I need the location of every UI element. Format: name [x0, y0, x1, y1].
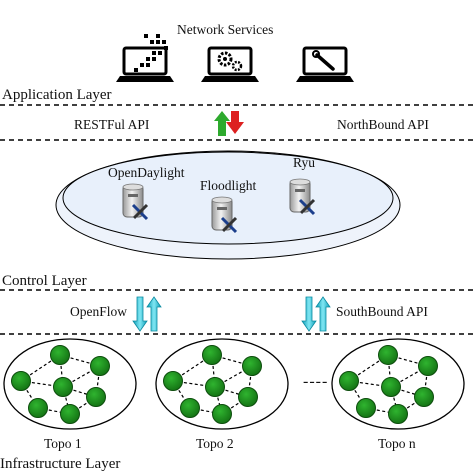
- southbound-api-label: SouthBound API: [336, 304, 428, 319]
- switch-node: [339, 371, 359, 391]
- controller-label-ryu: Ryu: [293, 155, 315, 170]
- northbound-arrow-up: [214, 111, 230, 136]
- switch-node: [238, 387, 258, 407]
- switch-node: [180, 398, 200, 418]
- topology-boundary-n: [331, 338, 465, 430]
- controller-label-opendaylight: OpenDaylight: [108, 165, 185, 180]
- controller-label-floodlight: Floodlight: [200, 178, 257, 193]
- switch-node: [378, 345, 398, 365]
- switch-node: [381, 377, 401, 397]
- switch-node: [202, 345, 222, 365]
- switch-node: [388, 404, 408, 424]
- switch-node: [11, 371, 31, 391]
- openflow-label: OpenFlow: [70, 304, 127, 319]
- switch-node: [90, 356, 110, 376]
- switch-node: [205, 377, 225, 397]
- switch-node: [418, 356, 438, 376]
- topology-boundary-2: [155, 338, 289, 430]
- topology-label-1: Topo 1: [44, 436, 82, 451]
- infrastructure-layer-label: Infrastructure Layer: [0, 456, 121, 472]
- topology-label-n: Topo n: [378, 436, 416, 451]
- switch-node: [356, 398, 376, 418]
- server-tools-icon: [211, 196, 238, 234]
- openflow-arrows-right: [301, 296, 331, 332]
- server-tools-icon: [122, 183, 149, 221]
- application-layer-label: Application Layer: [2, 87, 112, 103]
- restful-api-label: RESTFul API: [74, 117, 150, 132]
- server-tools-icon: [289, 178, 316, 216]
- switch-node: [163, 371, 183, 391]
- switch-node: [414, 387, 434, 407]
- switch-node: [50, 345, 70, 365]
- switch-node: [53, 377, 73, 397]
- switch-node: [242, 356, 262, 376]
- switch-node: [86, 387, 106, 407]
- switch-node: [60, 404, 80, 424]
- laptop-wrench-icon: [296, 46, 354, 82]
- northbound-api-label: NorthBound API: [337, 117, 429, 132]
- topology-label-2: Topo 2: [196, 436, 234, 451]
- topology-nodes: [11, 345, 438, 424]
- switch-node: [212, 404, 232, 424]
- control-layer-label: Control Layer: [2, 273, 87, 289]
- laptop-grid-icon: [116, 34, 174, 82]
- topology-ellipsis: ----: [303, 373, 329, 390]
- topology-boundary-1: [3, 338, 137, 430]
- northbound-arrow-down: [226, 111, 244, 134]
- laptop-gears-icon: [201, 46, 259, 82]
- switch-node: [28, 398, 48, 418]
- network-services-title: Network Services: [177, 22, 274, 37]
- openflow-arrows-left: [132, 296, 162, 332]
